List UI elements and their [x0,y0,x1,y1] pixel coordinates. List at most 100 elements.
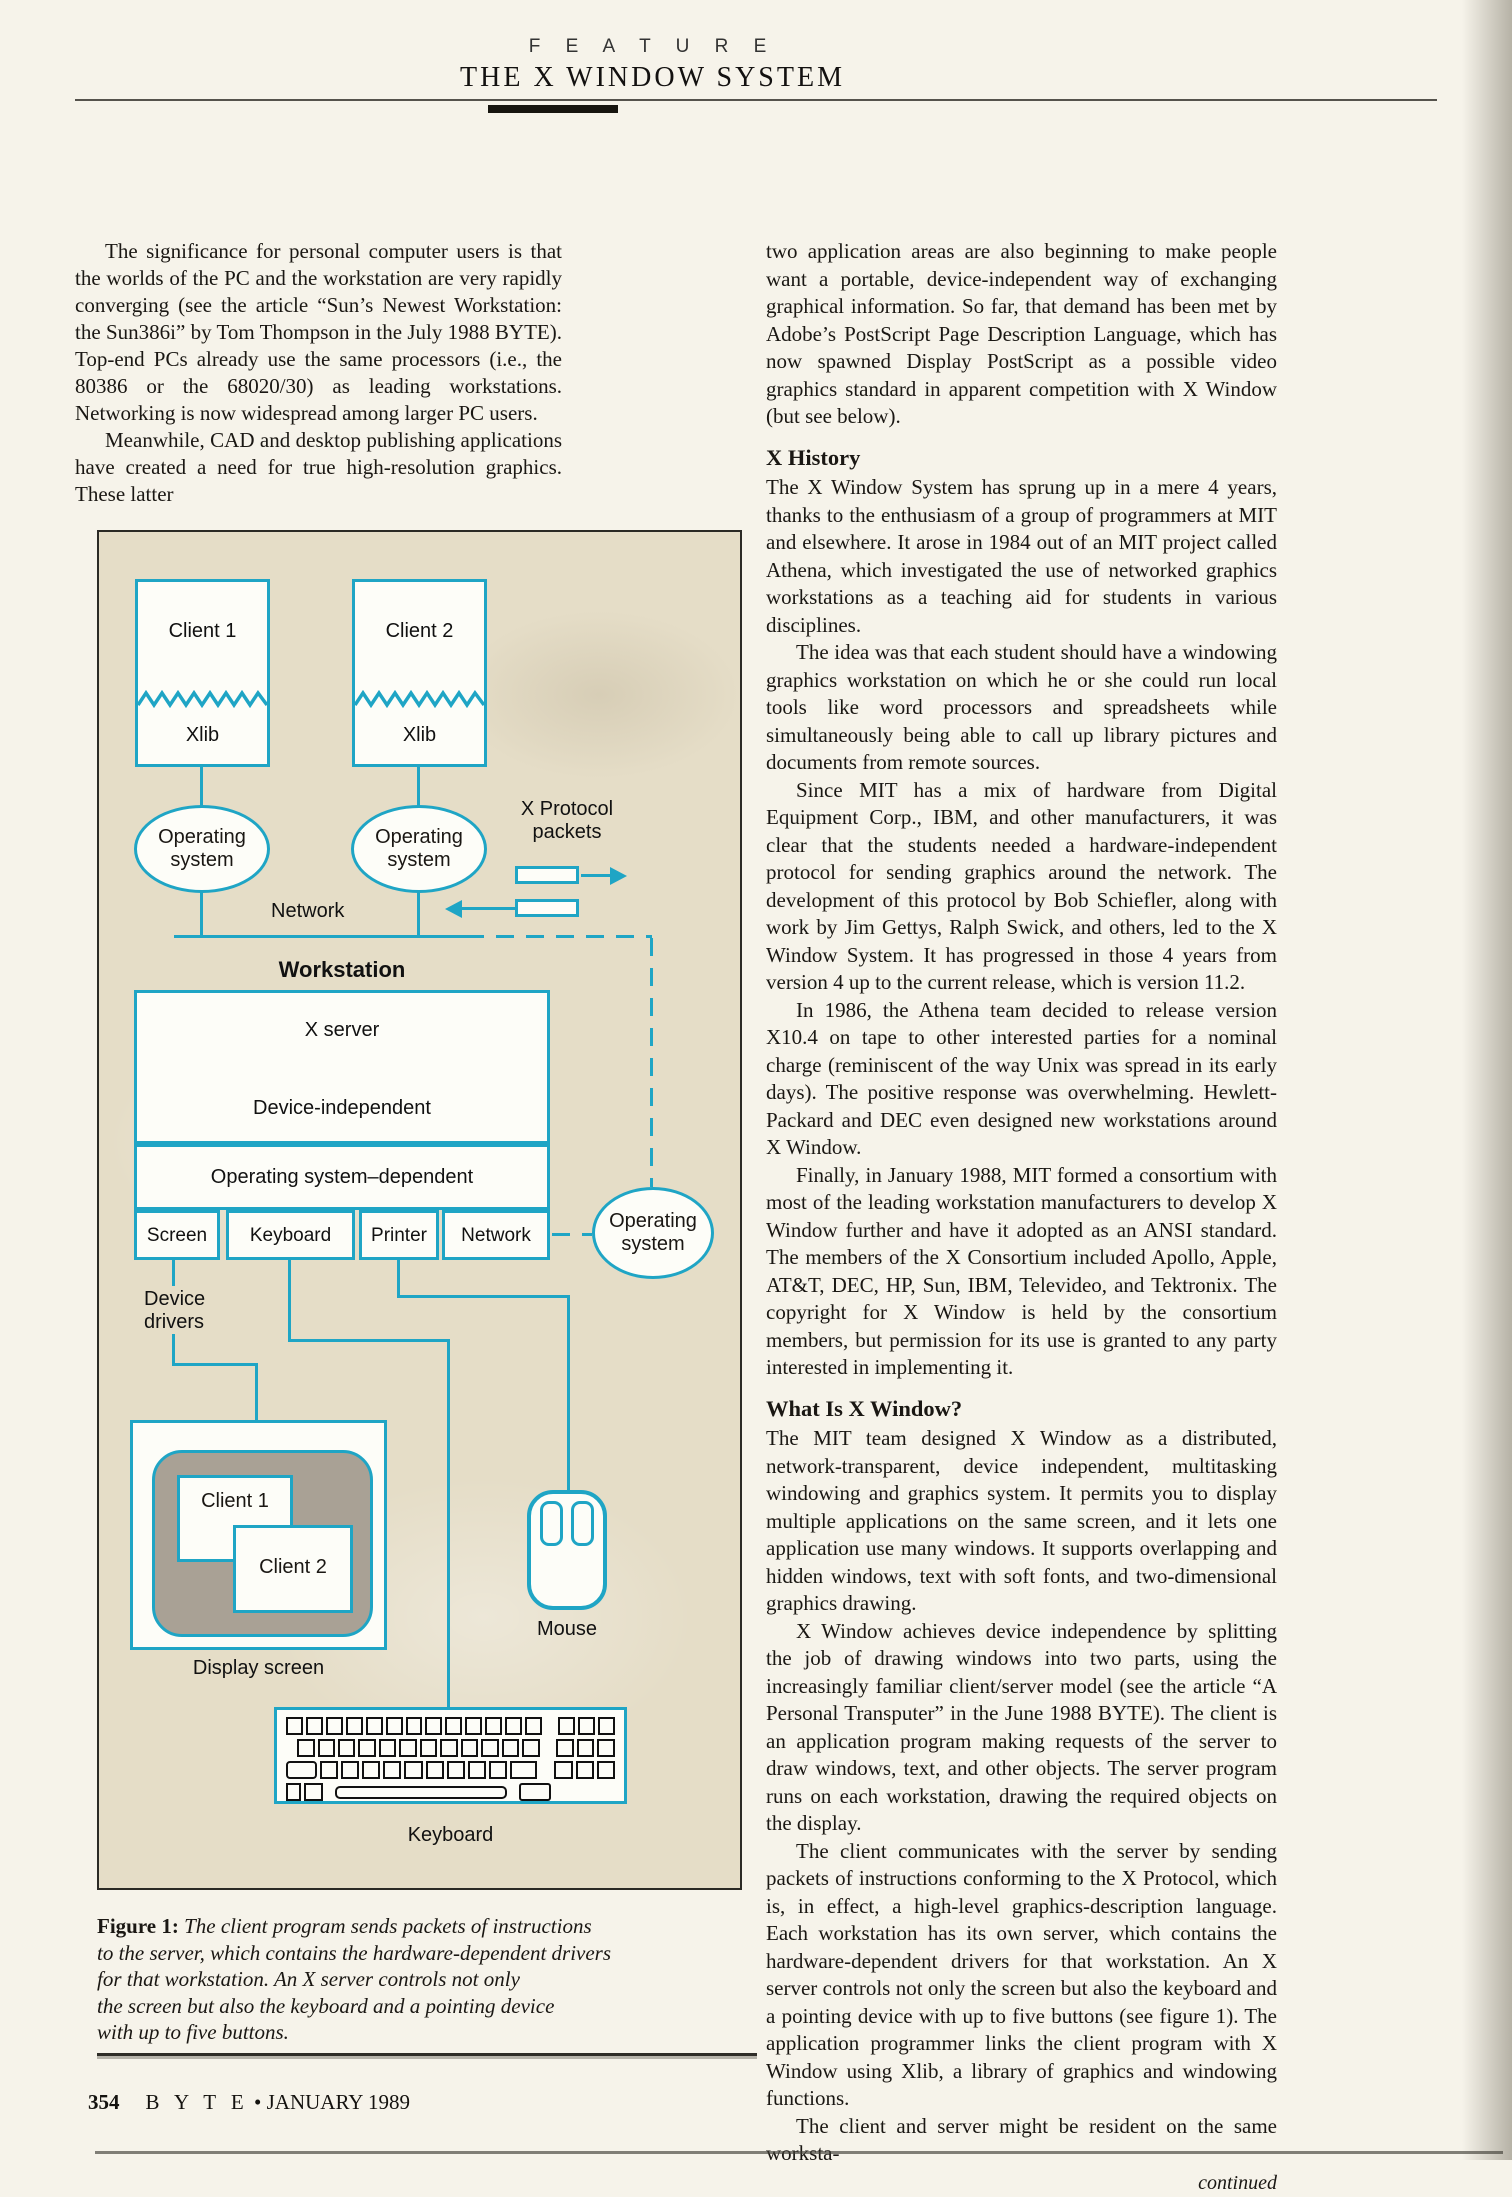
column-rule [97,2053,757,2056]
mouse-label: Mouse [517,1618,617,1641]
left-arrow-icon [445,900,462,918]
packet-arrow-shaft [461,907,515,910]
key-row [286,1717,615,1735]
packet-arrow-shaft [581,874,611,877]
wire [200,891,203,938]
device-drivers-line2: drivers [144,1311,204,1333]
figure-number: Figure 1: [97,1914,179,1938]
left-column: The significance for personal computer u… [75,238,562,508]
device-drivers-line1: Device [144,1288,205,1310]
wire [417,891,420,938]
header-accent-bar [488,105,618,113]
x-protocol-line2: packets [533,821,602,843]
body-paragraph: In 1986, the Athena team decided to rele… [766,997,1277,1162]
spacebar-icon [335,1786,507,1799]
network-driver-label: Network [461,1224,531,1247]
issue-date: JANUARY 1989 [267,2090,410,2114]
screen-wire [255,1363,258,1420]
window-client2-label: Client 2 [236,1556,350,1579]
x-server-box: X server Device-independent [134,990,550,1144]
caption-text: The client program sends packets of inst… [184,1914,592,1938]
body-paragraph: Finally, in January 1988, MIT formed a c… [766,1162,1277,1382]
caption-line: to the server, which contains the hardwa… [97,1940,717,1967]
key-row [286,1761,615,1779]
device-drivers-label: Device drivers [144,1288,205,1334]
x-protocol-line1: X Protocol [521,798,613,820]
page-footer: 354 B Y T E • JANUARY 1989 [88,2090,410,2115]
xlib-label: Xlib [355,724,484,747]
figure-caption: Figure 1: The client program sends packe… [97,1913,717,2046]
keyboard-wire [288,1339,450,1342]
client1-label: Client 1 [138,620,267,643]
mouse-button-icon [571,1501,594,1546]
os-dependent-label: Operating system–dependent [211,1166,473,1189]
screen-wire [172,1334,175,1366]
scan-edge-line [95,2151,1503,2154]
page-number: 354 [88,2090,120,2114]
client2-label: Client 2 [355,620,484,643]
mouse-wire [567,1295,570,1490]
operating-system-ellipse-remote: Operating system [592,1187,714,1279]
caption-line: for that workstation. An X server contro… [97,1966,717,1993]
section-heading-what-is-x-window: What Is X Window? [766,1395,1277,1423]
network-line [174,935,466,938]
caption-line: with up to five buttons. [97,2019,717,2046]
body-paragraph: The client and server might be resident … [766,2113,1277,2168]
screen-wire [172,1260,175,1286]
body-paragraph: two application areas are also beginning… [766,238,1277,431]
network-label: Network [271,900,344,923]
client1-box: Client 1 Xlib [135,579,270,767]
screen-wire [172,1363,258,1366]
mouse-graphic [527,1490,607,1610]
workstation-label: Workstation [134,958,550,981]
keyboard-driver-label: Keyboard [250,1224,331,1247]
dashed-connector [552,1233,592,1236]
body-paragraph: X Window achieves device independence by… [766,1618,1277,1838]
body-paragraph: Since MIT has a mix of hardware from Dig… [766,777,1277,997]
key-row [286,1739,615,1757]
body-paragraph: The MIT team designed X Window as a dist… [766,1425,1277,1618]
wire [417,767,420,807]
figure-1-diagram: Client 1 Xlib Client 2 Xlib Operating sy… [97,530,742,1890]
magazine-name: B Y T E [146,2090,249,2114]
x-server-label: X server [137,1019,547,1042]
scan-edge-shadow [1462,0,1512,2160]
screen-driver-box: Screen [134,1210,220,1260]
packet-rect [515,899,579,917]
body-paragraph: The significance for personal computer u… [75,238,562,427]
feature-kicker: F E A T U R E [75,36,1230,58]
packet-rect [515,866,579,884]
operating-system-ellipse-2: Operating system [351,805,487,893]
right-column: two application areas are also beginning… [766,238,1277,2197]
mouse-wire [397,1260,400,1298]
body-paragraph: The idea was that each student should ha… [766,639,1277,777]
window-client1-label: Client 1 [180,1490,290,1513]
network-driver-box: Network [442,1210,550,1260]
page-title: THE X WINDOW SYSTEM [75,62,1230,94]
keyboard-label: Keyboard [274,1824,627,1847]
continued-marker: continued [766,2170,1277,2197]
network-dashed-drop [650,938,653,1187]
header-rule [75,99,1437,101]
body-paragraph: The client communicates with the server … [766,1838,1277,2113]
x-protocol-label: X Protocol packets [497,798,637,844]
os-dependent-box: Operating system–dependent [134,1144,550,1210]
caption-line: the screen but also the keyboard and a p… [97,1993,717,2020]
printer-driver-label: Printer [371,1224,427,1247]
device-independent-label: Device-independent [137,1097,547,1120]
screen-driver-label: Screen [147,1224,207,1247]
section-heading-x-history: X History [766,444,1277,472]
keyboard-driver-box: Keyboard [226,1210,355,1260]
body-paragraph: The X Window System has sprung up in a m… [766,474,1277,639]
operating-system-ellipse-1: Operating system [134,805,270,893]
key-row [286,1783,615,1801]
mouse-button-icon [540,1501,563,1546]
network-dashed-line [466,935,652,938]
footer-bullet: • [254,2090,261,2114]
wire [200,767,203,807]
window-client2: Client 2 [233,1525,353,1613]
printer-driver-box: Printer [359,1210,439,1260]
tear-zigzag-icon [138,690,267,708]
keyboard-wire [288,1260,291,1342]
mouse-wire [397,1295,570,1298]
